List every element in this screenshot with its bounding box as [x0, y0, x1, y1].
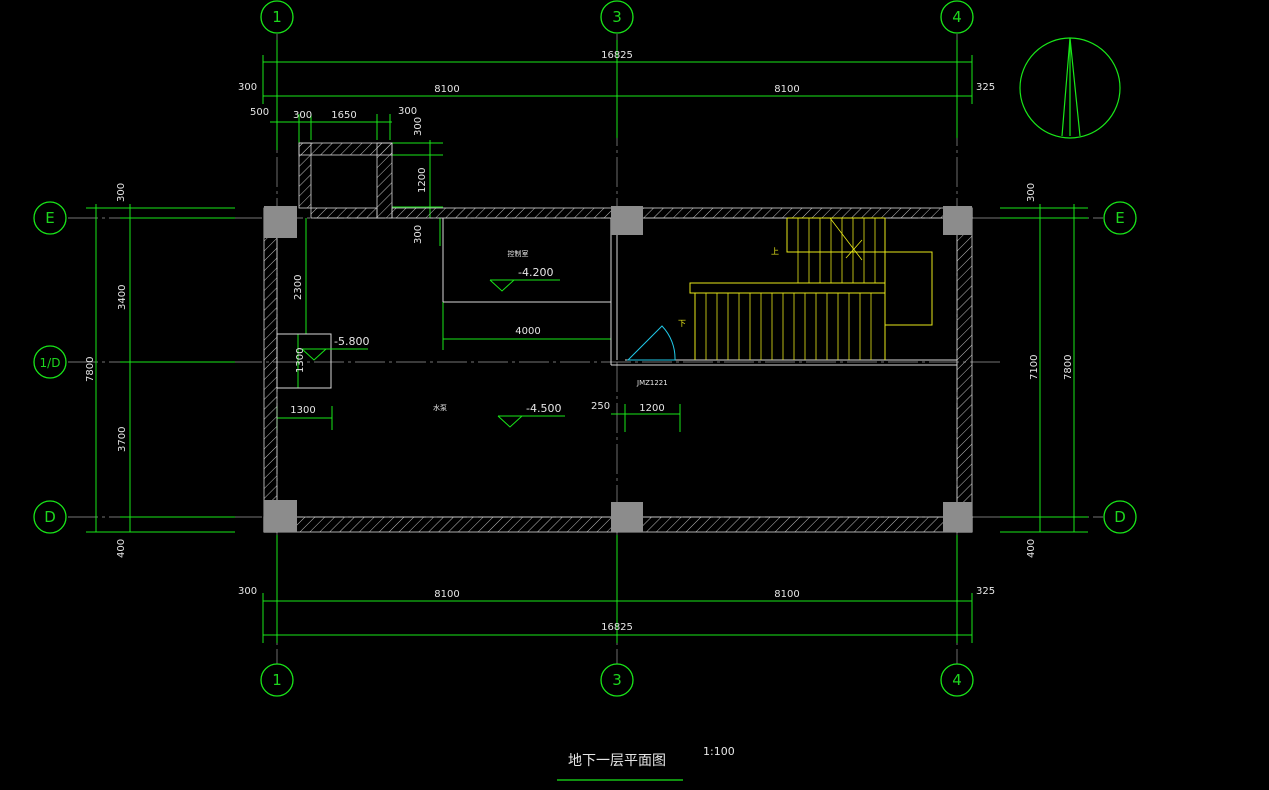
- dim-shaft-v300: 300: [413, 117, 424, 136]
- dim-top-span-2: 8100: [774, 84, 799, 95]
- wall-left: [263, 207, 278, 533]
- stair-up-label: 上: [771, 247, 779, 256]
- room-label-control: 控制室: [508, 249, 529, 258]
- axis-label-right-d: D: [1114, 508, 1126, 526]
- axis-label-top-3: 3: [612, 8, 622, 26]
- level-control-room: -4.200: [518, 266, 553, 279]
- dim-top-left-offset: 300: [238, 82, 257, 93]
- axis-label-bottom-1: 1: [272, 671, 282, 689]
- dim-top-total: 16825: [601, 50, 633, 61]
- dim-left-3400: 3400: [117, 285, 128, 310]
- dim-left-300: 300: [116, 183, 127, 202]
- axis-label-top-4: 4: [952, 8, 962, 26]
- stair-treads: [705, 218, 876, 360]
- dim-bottom-total: 16825: [601, 622, 633, 633]
- dim-shaft-500: 500: [250, 107, 269, 118]
- dim-shaft-300a: 300: [293, 110, 312, 121]
- dim-room-4000: 4000: [515, 326, 540, 337]
- wall-top-right: [616, 207, 973, 219]
- axis-label-left-e: E: [45, 209, 54, 227]
- door-swing: [626, 325, 676, 361]
- stair-arrow: [829, 217, 866, 261]
- room-label-main: 水泵: [433, 403, 447, 412]
- dim-inner-300: 300: [413, 225, 424, 244]
- level-main-floor: -4.500: [526, 402, 561, 415]
- axis-label-bottom-4: 4: [952, 671, 962, 689]
- dim-left-3700: 3700: [117, 427, 128, 452]
- dim-pit-1300-v: 1300: [295, 348, 306, 373]
- sump-pit: [276, 333, 332, 389]
- axis-label-left-1d: 1/D: [40, 356, 61, 370]
- drawing-scale: 1:100: [703, 745, 735, 758]
- axis-label-right-e: E: [1115, 209, 1124, 227]
- stair-down-label: 下: [678, 319, 686, 328]
- dim-left-400: 400: [116, 539, 127, 558]
- walls: [263, 142, 973, 533]
- north-arrow: [1019, 37, 1121, 139]
- dim-right-7100: 7100: [1029, 355, 1040, 380]
- columns: [264, 206, 972, 532]
- wall-right: [956, 207, 973, 533]
- dim-right-7800: 7800: [1063, 355, 1074, 380]
- axis-label-bottom-3: 3: [612, 671, 622, 689]
- dim-bottom-span-2: 8100: [774, 589, 799, 600]
- dim-left-7800: 7800: [85, 357, 96, 382]
- wall-top-left: [310, 207, 378, 219]
- dim-shaft-300b: 300: [398, 106, 417, 117]
- dim-bottom-span-1: 8100: [434, 589, 459, 600]
- dimension-lines: [86, 40, 1088, 643]
- shaft-wall-right: [376, 142, 393, 219]
- dim-top-span-1: 8100: [434, 84, 459, 95]
- dim-shaft-v1200: 1200: [417, 168, 428, 193]
- dim-right-400: 400: [1026, 539, 1037, 558]
- dim-pit-1300-h: 1300: [290, 405, 315, 416]
- dim-right-300: 300: [1026, 183, 1037, 202]
- stair: [689, 217, 933, 360]
- axis-grid-lines: [68, 34, 1103, 664]
- axis-bubbles: [33, 0, 1137, 697]
- level-pit: -5.800: [334, 335, 369, 348]
- dim-shaft-1650: 1650: [331, 110, 356, 121]
- drawing-title: 地下一层平面图: [568, 753, 666, 769]
- level-markers: [300, 279, 565, 428]
- dim-top-right-offset: 325: [976, 82, 995, 93]
- wall-top-middle: [391, 207, 618, 219]
- dim-inner-2300: 2300: [293, 275, 304, 300]
- axis-label-left-d: D: [44, 508, 56, 526]
- axis-label-top-1: 1: [272, 8, 282, 26]
- door-tag: JMZ1221: [636, 379, 668, 387]
- dim-bottom-left-offset: 300: [238, 586, 257, 597]
- dim-bottom-right-offset: 325: [976, 586, 995, 597]
- dim-door-1200: 1200: [639, 403, 664, 414]
- dim-door-250: 250: [591, 401, 610, 412]
